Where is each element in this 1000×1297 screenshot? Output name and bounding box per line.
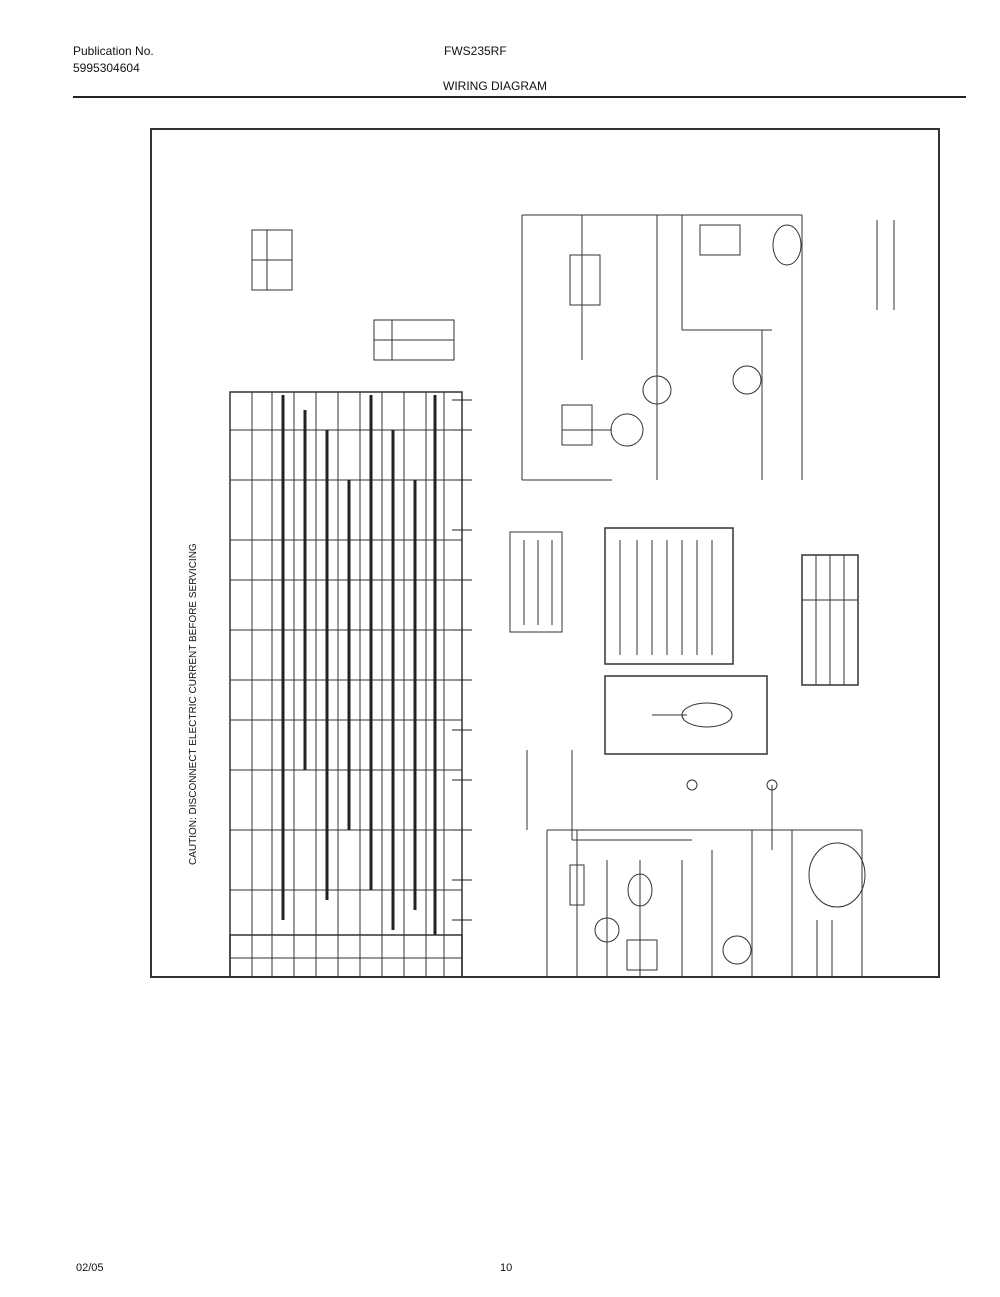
motor-wiring-detail xyxy=(604,675,768,755)
header-divider xyxy=(73,96,966,98)
caution-text: CAUTION: DISCONNECT ELECTRIC CURRENT BEF… xyxy=(188,543,199,865)
connector-diagram xyxy=(509,531,563,633)
terminal-legend xyxy=(373,319,455,361)
footer-date: 02/05 xyxy=(76,1262,104,1274)
ladder-schematic xyxy=(526,750,866,976)
section-title: WIRING DIAGRAM xyxy=(443,79,547,93)
switch-legend xyxy=(251,229,293,291)
title-block xyxy=(876,220,895,310)
page-number: 10 xyxy=(500,1262,513,1274)
symbol-legend xyxy=(604,527,734,665)
motor-schematic xyxy=(521,214,803,481)
model-number: FWS235RF xyxy=(444,44,507,58)
wiring-diagram-frame: CAUTION: DISCONNECT ELECTRIC CURRENT BEF… xyxy=(150,128,940,978)
publication-number: 5995304604 xyxy=(73,61,140,75)
wiring-diagram: CAUTION: DISCONNECT ELECTRIC CURRENT BEF… xyxy=(188,214,895,976)
selector-chart xyxy=(801,554,859,686)
publication-label: Publication No. xyxy=(73,44,154,58)
timer-sequence-chart xyxy=(229,391,472,976)
